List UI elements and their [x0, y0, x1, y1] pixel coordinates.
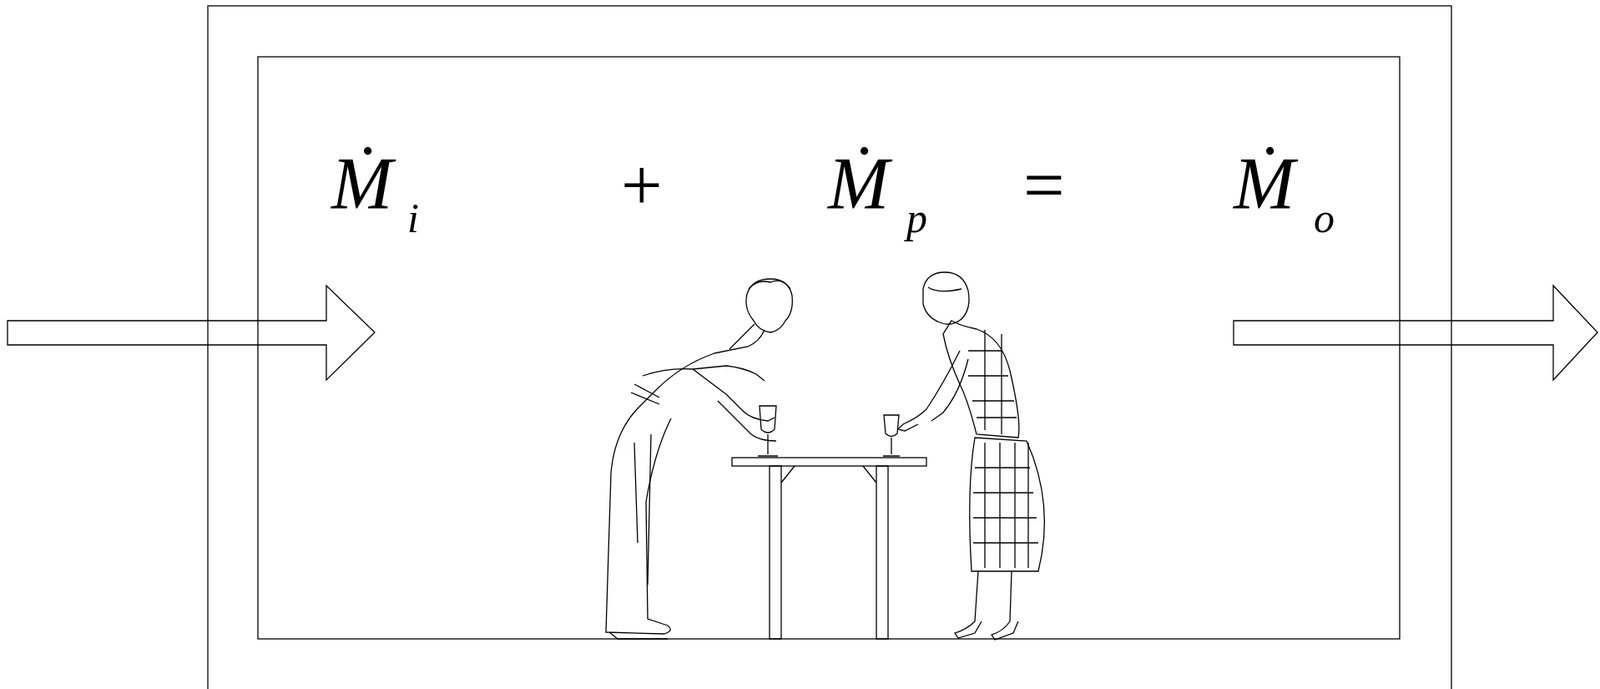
outflow-arrow [1233, 285, 1598, 380]
flow-symbol: Ṁ [331, 146, 393, 221]
subscript: i [407, 196, 419, 239]
inner-boundary [257, 56, 1400, 639]
flow-symbol: Ṁ [827, 146, 889, 221]
operator: = [1023, 148, 1065, 223]
table [731, 457, 927, 639]
operator: + [620, 148, 663, 223]
inflow-arrow [7, 285, 375, 380]
wine-glass [757, 405, 900, 456]
woman-figure [898, 272, 1045, 640]
outer-boundary [207, 5, 1452, 689]
flow-symbol: Ṁ [1233, 146, 1295, 221]
subscript: p [906, 196, 928, 239]
man-figure [605, 278, 793, 639]
subscript: o [1313, 196, 1335, 239]
